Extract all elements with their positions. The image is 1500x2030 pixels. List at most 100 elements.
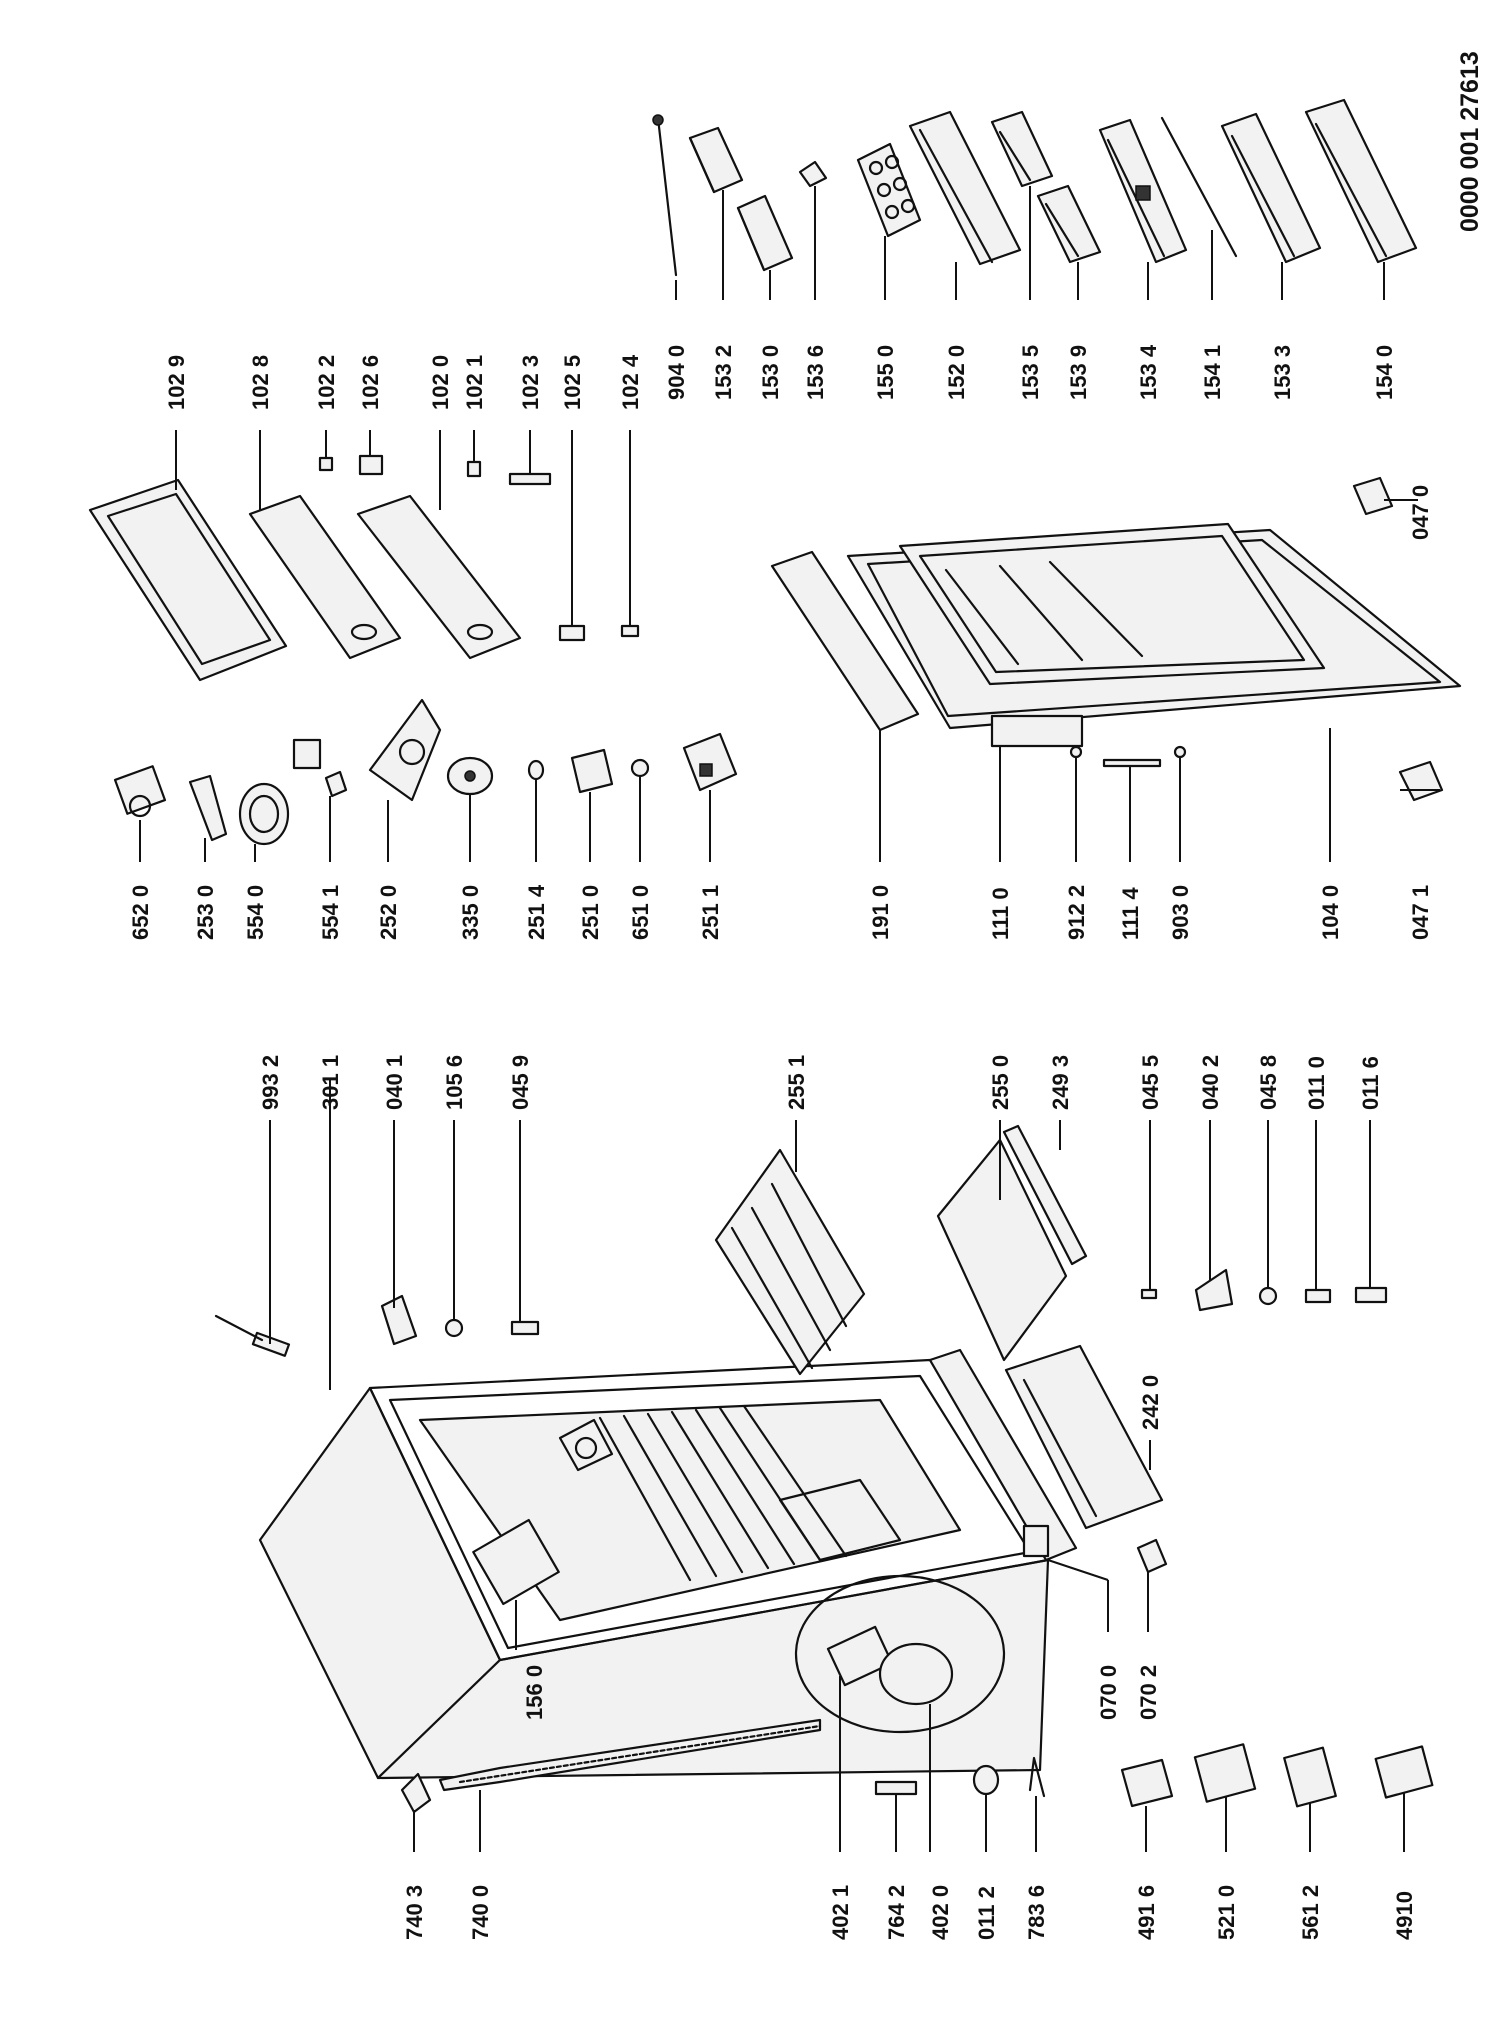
part-111-0 <box>990 714 1084 748</box>
callout-070-2: 070 2 <box>1136 1665 1161 1720</box>
callout-102-9: 102 9 <box>164 355 189 410</box>
document-id: 0000 001 27613 <box>1456 51 1484 232</box>
part-4910 <box>1374 1745 1434 1799</box>
callout-011-2: 011 2 <box>974 1886 999 1940</box>
part-912-2 <box>1069 745 1083 759</box>
part-011-6 <box>1354 1286 1388 1304</box>
part-764-2 <box>874 1780 918 1796</box>
part-040-1 <box>380 1294 418 1346</box>
callout-070-0: 070 0 <box>1096 1665 1121 1720</box>
part-252-0 <box>368 698 442 802</box>
part-652-0 <box>113 765 167 818</box>
callout-255-1: 255 1 <box>784 1055 809 1110</box>
part-335-0 <box>446 756 494 796</box>
part-242-0 <box>1004 1344 1164 1530</box>
part-045-8 <box>1258 1286 1278 1306</box>
part-102-4 <box>620 624 640 638</box>
part-105-6 <box>444 1318 464 1338</box>
part-070-0 <box>1022 1524 1050 1558</box>
part-040-2 <box>1194 1268 1234 1312</box>
callout-011-6: 011 6 <box>1358 1056 1383 1110</box>
callout-242-0: 242 0 <box>1138 1375 1163 1430</box>
callout-102-1: 102 1 <box>462 355 487 410</box>
part-153-9 <box>1036 184 1102 264</box>
part-102-6 <box>358 454 384 476</box>
leaders-small-parts <box>139 776 711 862</box>
callout-402-1: 402 1 <box>828 1885 853 1940</box>
callout-111-0: 111 0 <box>988 887 1013 940</box>
part-153-3 <box>1220 112 1322 264</box>
callout-153-2: 153 2 <box>711 345 736 400</box>
callout-561-2: 561 2 <box>1298 1885 1323 1940</box>
leaders-freezer-parts <box>175 430 631 626</box>
callout-191-0: 191 0 <box>868 885 893 940</box>
part-554-1 <box>324 770 348 798</box>
part-102-9 <box>88 478 288 682</box>
callout-253-0: 253 0 <box>193 885 218 940</box>
callout-912-2: 912 2 <box>1064 885 1089 940</box>
part-154-1 <box>1160 116 1238 258</box>
callout-251-0: 251 0 <box>578 885 603 940</box>
callout-104-0: 104 0 <box>1318 885 1343 940</box>
callout-249-3: 249 3 <box>1048 1055 1073 1110</box>
part-152-0 <box>908 110 1022 266</box>
callout-153-4: 153 4 <box>1136 344 1161 400</box>
part-102-5 <box>558 624 586 642</box>
callout-111-4: 111 4 <box>1118 887 1143 940</box>
cabinet-assembly <box>258 1348 1168 1814</box>
part-993-2 <box>251 1331 291 1357</box>
leaders-top-right <box>675 186 1385 300</box>
callout-740-3: 740 3 <box>402 1885 427 1940</box>
part-070-2 <box>1136 1538 1168 1574</box>
callout-154-1: 154 1 <box>1200 345 1225 400</box>
callout-554-1: 554 1 <box>318 885 343 940</box>
part-740-3 <box>400 1772 432 1814</box>
callout-335-0: 335 0 <box>458 885 483 940</box>
callout-102-5: 102 5 <box>560 355 585 410</box>
part-102-0 <box>356 494 522 660</box>
part-045-5 <box>1140 1288 1158 1300</box>
part-045-9 <box>510 1320 540 1336</box>
part-402-0 <box>878 1642 954 1706</box>
callout-764-2: 764 2 <box>884 1885 909 1940</box>
part-402-1 <box>826 1625 894 1687</box>
callout-047-0: 047 0 <box>1408 485 1433 540</box>
part-154-0 <box>1304 98 1418 264</box>
callout-402-0: 402 0 <box>928 1885 953 1940</box>
part-651-0 <box>630 758 650 778</box>
callout-521-0: 521 0 <box>1214 1885 1239 1940</box>
part-783-6 <box>1028 1756 1046 1798</box>
callout-045-9: 045 9 <box>508 1055 533 1110</box>
callout-153-6: 153 6 <box>803 345 828 400</box>
thermostat-housing <box>558 1418 614 1472</box>
callout-993-2: 993 2 <box>258 1055 283 1110</box>
part-255-1 <box>714 1148 866 1376</box>
part-191-0 <box>770 550 920 732</box>
callout-152-0: 152 0 <box>944 345 969 400</box>
part-102-3 <box>508 472 552 486</box>
part-156-0 <box>472 1518 560 1606</box>
part-047-1 <box>1398 760 1444 802</box>
callout-252-0: 252 0 <box>376 885 401 940</box>
part-153-2 <box>688 126 744 194</box>
callout-554-0: 554 0 <box>243 885 268 940</box>
part-491-6 <box>1120 1758 1174 1808</box>
part-153-6 <box>798 160 828 188</box>
leaders-door <box>879 499 1440 862</box>
callout-301-1: 301 1 <box>318 1055 343 1110</box>
callout-651-0: 651 0 <box>628 885 653 940</box>
callout-102-0: 102 0 <box>428 355 453 410</box>
part-251-0 <box>570 748 614 794</box>
small-parts-group <box>113 698 738 846</box>
callout-047-1: 047 1 <box>1408 885 1433 940</box>
part-011-2 <box>972 1764 1000 1796</box>
callout-903-0: 903 0 <box>1168 885 1193 940</box>
callout-040-1: 040 1 <box>382 1055 407 1110</box>
callout-4910: 4910 <box>1392 1891 1417 1940</box>
callout-153-3: 153 3 <box>1270 345 1295 400</box>
compressor-detail-circle <box>794 1574 1006 1734</box>
part-111-4 <box>1102 758 1162 768</box>
callout-045-8: 045 8 <box>1256 1055 1281 1110</box>
callout-153-9: 153 9 <box>1066 345 1091 400</box>
